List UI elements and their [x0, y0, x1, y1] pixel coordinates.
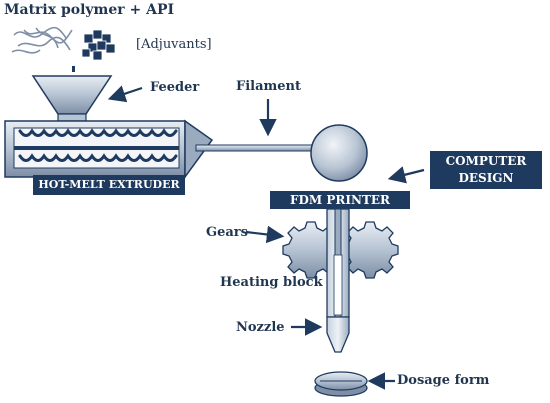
feeder-label: Feeder: [150, 80, 200, 95]
filament-spool: [310, 124, 368, 182]
arrow-icon: [107, 85, 425, 390]
fdm-printer-label: FDM PRINTER: [289, 193, 390, 207]
hot-melt-extruder-bar: [33, 175, 185, 195]
computer-design-box: [430, 151, 542, 189]
polymer-strands-icon: [11, 26, 73, 54]
matrix-polymer-api-label: Matrix polymer + API: [4, 2, 175, 18]
print-head: [326, 208, 350, 353]
heating-block-label: Heating block: [220, 275, 323, 290]
dosage-form-label: Dosage form: [397, 373, 490, 388]
extruder-barrel: [4, 119, 214, 180]
filament-line: [195, 144, 317, 152]
nozzle-label: Nozzle: [236, 320, 285, 335]
computer-design-label: COMPUTER DESIGN: [445, 154, 527, 185]
cube-cluster-icon: [81, 29, 116, 61]
screw-icon: [18, 128, 178, 162]
fdm-printer-bar: [270, 191, 410, 209]
adjuvants-label: [Adjuvants]: [136, 37, 212, 52]
filament-label: Filament: [236, 79, 302, 94]
hot-melt-extruder-label: HOT-MELT EXTRUDER: [38, 178, 180, 191]
gear-icon: [341, 221, 399, 279]
gears-label: Gears: [206, 225, 248, 240]
feeder-hopper: [31, 75, 113, 122]
tablet-icon: [314, 371, 368, 397]
